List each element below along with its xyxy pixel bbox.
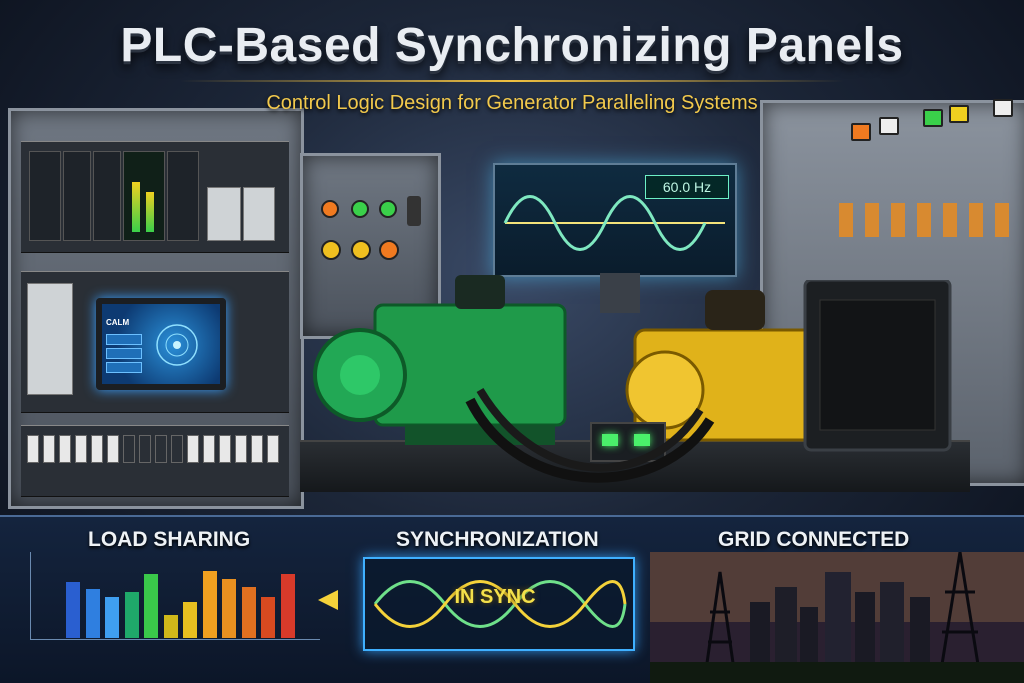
contactor <box>839 203 853 237</box>
breaker <box>251 435 263 463</box>
breaker <box>139 435 151 463</box>
load-bar <box>222 579 236 638</box>
hmi-button[interactable] <box>106 334 142 345</box>
chart-axis <box>30 552 31 640</box>
load-sharing-label: LOAD SHARING <box>88 528 250 552</box>
load-bar <box>125 592 139 638</box>
plc-io-module <box>123 151 165 241</box>
in-sync-badge: IN SYNC <box>420 586 570 609</box>
chart-baseline <box>30 639 320 640</box>
breaker <box>203 435 215 463</box>
contactor <box>865 203 879 237</box>
breaker <box>219 435 231 463</box>
load-sharing-chart <box>30 552 320 652</box>
indicator-light-orange <box>379 240 399 260</box>
hmi-radar-icon <box>152 320 202 370</box>
load-bar <box>86 589 100 638</box>
contactor <box>891 203 905 237</box>
power-cables <box>460 380 720 510</box>
indicator-light-yellow <box>321 240 341 260</box>
page-title: PLC-Based Synchronizing Panels <box>0 18 1024 73</box>
breaker <box>75 435 87 463</box>
plc-module <box>93 151 121 241</box>
frequency-readout: 60.0 Hz <box>645 175 729 199</box>
load-bar <box>66 582 80 638</box>
load-bar <box>183 602 197 638</box>
breaker <box>59 435 71 463</box>
grid-connected-label: GRID CONNECTED <box>718 528 909 552</box>
page-subtitle: Control Logic Design for Generator Paral… <box>0 92 1024 115</box>
hmi-button[interactable] <box>106 362 142 373</box>
load-bar <box>242 587 256 638</box>
load-bar <box>261 597 275 638</box>
load-bar <box>281 574 295 638</box>
contactor <box>943 203 957 237</box>
relay-block <box>27 283 73 395</box>
indicator-light-green <box>379 200 397 218</box>
plc-module <box>167 151 199 241</box>
indicator-light-white <box>879 117 899 135</box>
load-bar <box>144 574 158 638</box>
io-level-indicator <box>146 192 154 232</box>
contactor-row <box>839 203 1019 243</box>
load-bar <box>105 597 119 638</box>
hmi-button[interactable] <box>106 348 142 359</box>
power-supply-module <box>243 187 275 241</box>
synchronization-label: SYNCHRONIZATION <box>396 528 599 552</box>
indicator-light-orange <box>321 200 339 218</box>
breaker <box>107 435 119 463</box>
breaker <box>155 435 167 463</box>
contactor <box>969 203 983 237</box>
breaker <box>27 435 39 463</box>
io-level-indicator <box>132 182 140 232</box>
indicator-light-yellow <box>351 240 371 260</box>
breaker <box>43 435 55 463</box>
breaker <box>91 435 103 463</box>
title-underline <box>180 80 844 82</box>
indicator-light-orange <box>851 123 871 141</box>
load-bar <box>203 571 217 638</box>
plc-module <box>63 151 91 241</box>
hmi-touchscreen[interactable]: CALM <box>96 298 226 390</box>
selector-switch[interactable] <box>407 196 421 226</box>
breaker <box>171 435 183 463</box>
breaker <box>187 435 199 463</box>
city-skyline <box>650 552 1024 683</box>
arrow-left-icon <box>318 590 338 610</box>
breaker <box>267 435 279 463</box>
contactor <box>995 203 1009 237</box>
hmi-brand-label: CALM <box>106 318 129 327</box>
indicator-light-green <box>351 200 369 218</box>
breaker <box>235 435 247 463</box>
breaker <box>123 435 135 463</box>
load-bar <box>164 615 178 638</box>
contactor <box>917 203 931 237</box>
breaker-row <box>27 435 287 465</box>
power-supply-module <box>207 187 241 241</box>
plc-module <box>29 151 61 241</box>
